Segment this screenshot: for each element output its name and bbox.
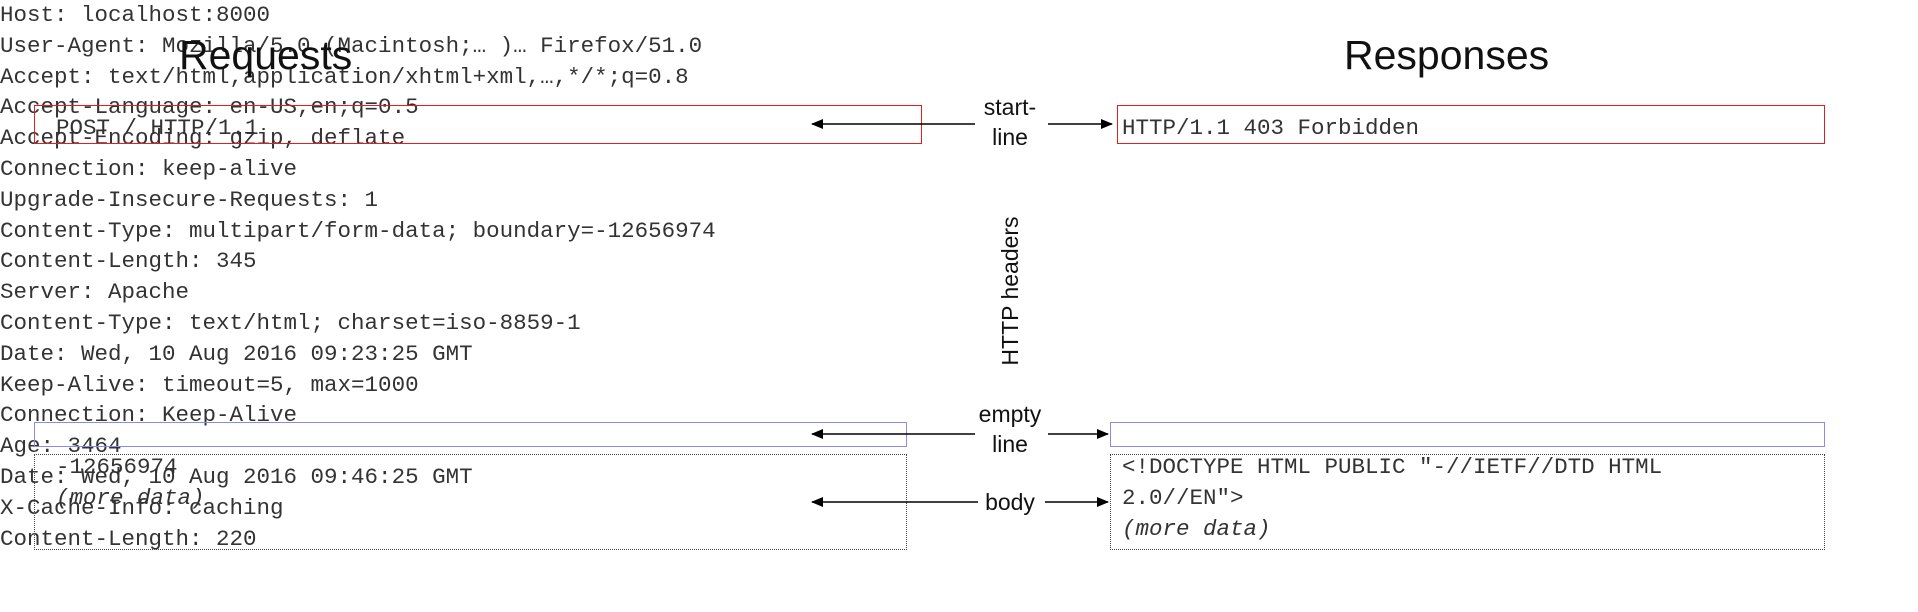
- request-header-line: Accept: text/html,application/xhtml+xml,…: [0, 63, 689, 90]
- start-line-label-line1: start-: [983, 94, 1037, 120]
- request-body-line: -12656974: [56, 454, 178, 480]
- request-start-line: POST / HTTP/1.1: [56, 115, 259, 141]
- request-header-line: Connection: keep-alive: [0, 155, 298, 182]
- response-body-line: <!DOCTYPE HTML PUBLIC "-//IETF//DTD HTML: [1122, 454, 1663, 480]
- response-headers: Server: Apache Content-Type: text/html; …: [0, 277, 1918, 554]
- request-header-line: Accept-Encoding: gzip, deflate: [0, 125, 406, 152]
- request-headers: Host: localhost:8000 User-Agent: Mozilla…: [0, 0, 1918, 277]
- responses-title: Responses: [1344, 32, 1550, 78]
- response-header-line: Server: Apache: [0, 279, 190, 306]
- request-body-more: (more data): [56, 484, 205, 511]
- start-line-label: start- line: [970, 92, 1050, 152]
- empty-line-label: empty line: [963, 399, 1057, 459]
- empty-line-label-line1: empty: [978, 401, 1042, 427]
- response-header-line: Date: Wed, 10 Aug 2016 09:23:25 GMT: [0, 340, 473, 367]
- request-header-line: Host: localhost:8000: [0, 2, 271, 28]
- response-header-line: Content-Type: text/html; charset=iso-885…: [0, 309, 581, 336]
- response-empty-line-box: [1110, 422, 1825, 447]
- response-header-line: Connection: Keep-Alive: [0, 402, 298, 429]
- start-line-label-line2: line: [992, 124, 1028, 150]
- response-header-line: Content-Length: 220: [0, 525, 257, 552]
- body-label: body: [985, 489, 1035, 515]
- request-body: -12656974 (more data): [56, 452, 205, 514]
- response-body-box: [1110, 454, 1825, 550]
- requests-title: Requests: [179, 32, 353, 78]
- response-start-line-box: [1117, 105, 1825, 144]
- response-body-line: 2.0//EN">: [1122, 484, 1244, 511]
- response-body-more: (more data): [1122, 515, 1271, 542]
- response-header-line: Date: Wed, 10 Aug 2016 09:46:25 GMT: [0, 463, 473, 490]
- response-header-line: Keep-Alive: timeout=5, max=1000: [0, 371, 419, 398]
- request-header-line: Content-Length: 345: [0, 248, 257, 275]
- response-body: <!DOCTYPE HTML PUBLIC "-//IETF//DTD HTML…: [1122, 452, 1662, 544]
- response-start-line: HTTP/1.1 403 Forbidden: [1122, 115, 1420, 141]
- request-header-line: Content-Type: multipart/form-data; bound…: [0, 217, 716, 244]
- request-header-line: User-Agent: Mozilla/5.0 (Macintosh;… )… …: [0, 32, 703, 59]
- empty-line-label-line2: line: [992, 431, 1028, 457]
- response-header-line: X-Cache-Info: caching: [0, 494, 284, 521]
- request-header-line: Accept-Language: en-US,en;q=0.5: [0, 94, 419, 121]
- request-header-line: Upgrade-Insecure-Requests: 1: [0, 186, 379, 213]
